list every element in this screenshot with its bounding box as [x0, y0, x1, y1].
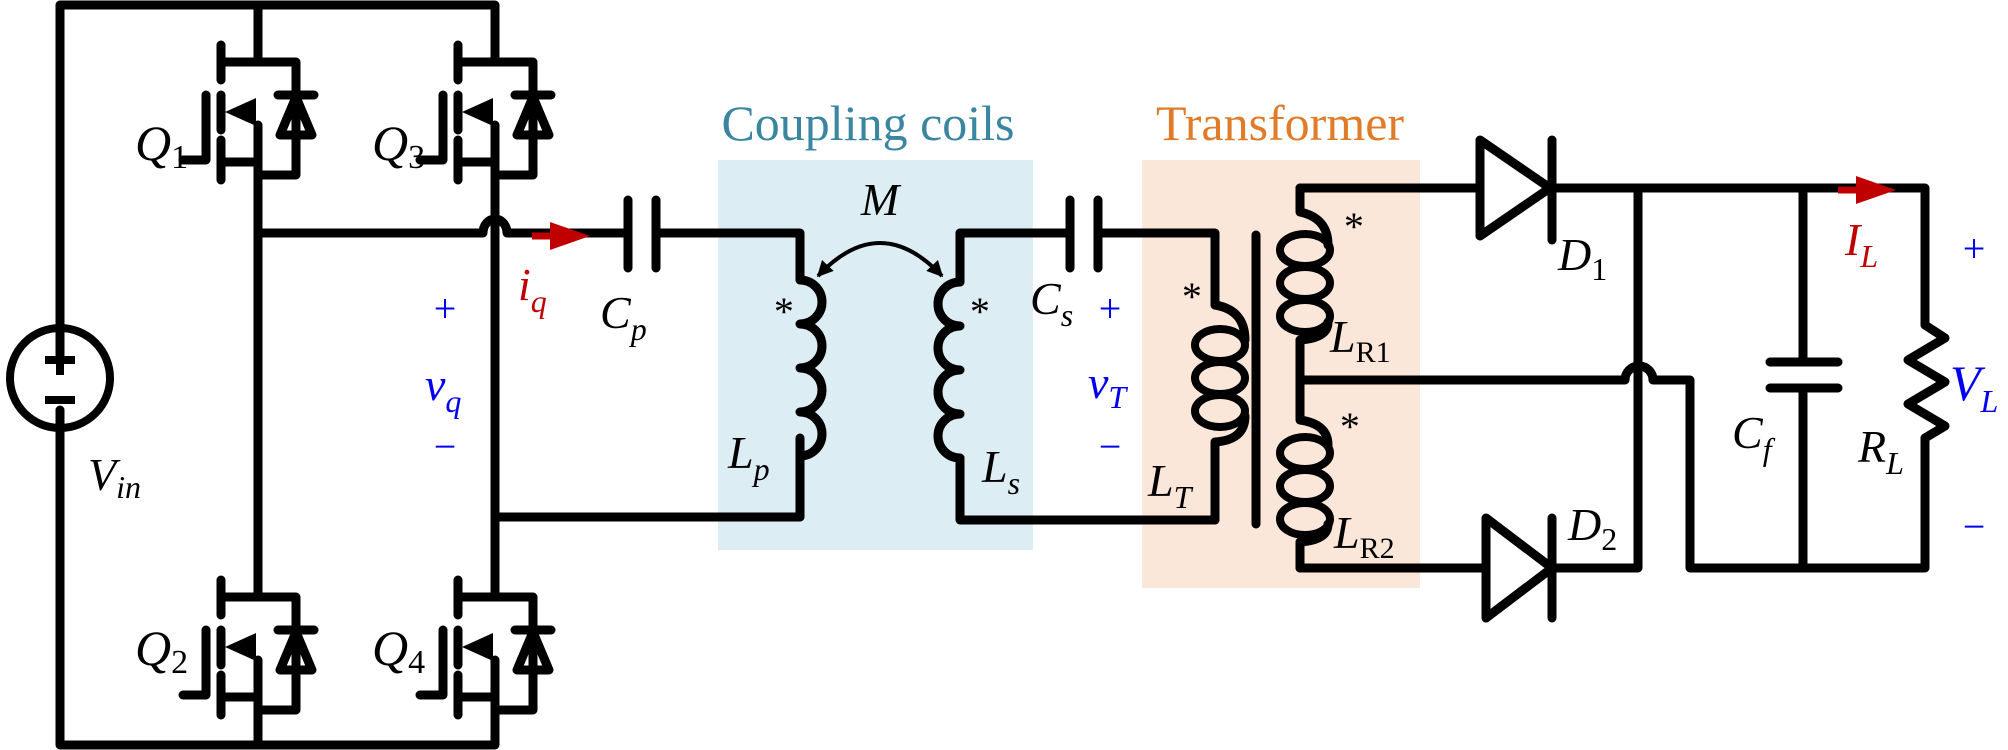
cs-label: Cs — [1030, 273, 1073, 333]
source-label: Vin — [88, 449, 141, 505]
resistor-rl — [1903, 320, 1950, 475]
lp-dot: * — [772, 289, 792, 334]
mosfet-q2: Q2 — [135, 570, 319, 720]
coil-lr1 — [1276, 183, 1334, 385]
mosfet-label: Q1 — [135, 115, 188, 176]
coil-lt — [1191, 300, 1250, 525]
ls-dot: * — [968, 289, 988, 334]
cp-label: Cp — [600, 287, 647, 347]
vq-label: vq — [425, 359, 461, 419]
input-rails — [55, 0, 500, 750]
lt-label: LT — [1147, 455, 1194, 515]
iq-arrow — [532, 222, 590, 250]
il-label: IL — [1844, 214, 1878, 274]
capacitor-cp — [595, 195, 805, 285]
lr2-label: LR2 — [1333, 507, 1395, 565]
mosfet-q3: Q3 — [372, 35, 556, 185]
coil-lp — [795, 275, 827, 522]
coil-lr2 — [1276, 375, 1334, 573]
d1-label: D1 — [1557, 229, 1607, 287]
vq-minus: − — [434, 424, 457, 469]
diode-d2 — [1295, 183, 1643, 623]
rl-label: RL — [1857, 421, 1904, 481]
capacitor-cf — [1765, 183, 1843, 573]
vt-minus: − — [1099, 424, 1122, 469]
capacitor-cs — [955, 195, 1220, 310]
mosfet-label: Q3 — [372, 115, 425, 176]
lr1-dot: * — [1342, 204, 1362, 249]
transformer-title: Transformer — [1156, 95, 1404, 151]
dc-source — [6, 324, 114, 432]
mutual-label: M — [860, 174, 902, 225]
coupling-title: Coupling coils — [721, 95, 1014, 151]
vl-plus: + — [1963, 226, 1986, 271]
coupling-region — [718, 160, 1033, 550]
vt-label: vT — [1088, 357, 1128, 415]
ls-label: Ls — [981, 441, 1020, 501]
vl-label: VL — [1950, 355, 1998, 419]
mutual-arrow — [816, 241, 944, 278]
lp-label: Lp — [727, 427, 770, 487]
mosfet-label: Q4 — [372, 620, 425, 681]
il-arrow — [1838, 176, 1896, 204]
vq-plus: + — [434, 286, 457, 331]
lr1-label: LR1 — [1329, 311, 1391, 369]
vt-plus: + — [1099, 286, 1122, 331]
diode-d1 — [1295, 135, 1930, 330]
iq-label: iq — [518, 259, 547, 319]
mosfet-q1: Q1 — [135, 35, 319, 185]
lt-dot: * — [1180, 274, 1200, 319]
mosfet-label: Q2 — [135, 620, 188, 681]
d2-label: D2 — [1567, 499, 1617, 557]
vl-minus: − — [1963, 504, 1986, 549]
lr2-dot: * — [1338, 404, 1358, 449]
mosfet-q4: Q4 — [372, 570, 556, 720]
center-tap-wire — [1295, 361, 1930, 573]
cf-label: Cf — [1732, 407, 1776, 467]
